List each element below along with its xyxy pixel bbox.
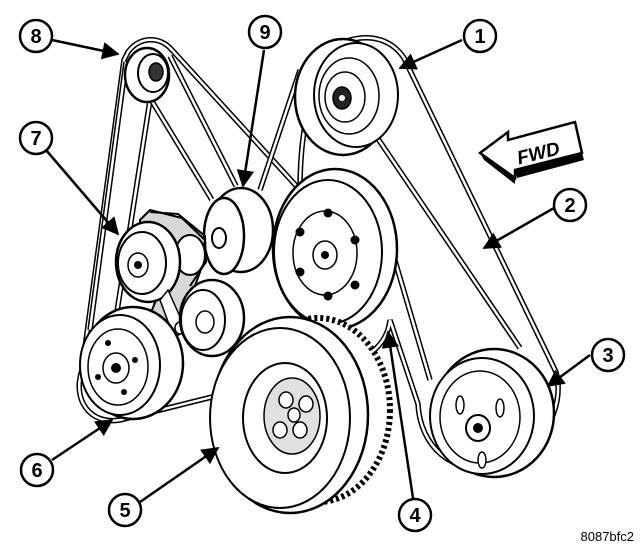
svg-text:4: 4 [409,505,421,527]
fan-pulley-bolts [295,208,360,301]
lower-idler-pulley [202,186,275,276]
tensioner-idler [178,278,246,358]
forward-direction-arrow: FWD [477,120,584,184]
callout-1: 1 [462,18,498,54]
upper-idler-pulley [123,46,171,104]
svg-text:2: 2 [564,195,575,217]
callout-8: 8 [18,18,54,54]
belt-tensioner [114,208,208,340]
alternator-pulley [293,37,399,157]
svg-text:5: 5 [119,500,130,522]
figure-reference-code: 8087bfc2 [580,529,635,544]
callout-leaders [45,38,591,504]
callout-4: 4 [397,497,433,533]
crankshaft-damper [209,315,393,515]
svg-text:3: 3 [602,345,613,367]
svg-text:1: 1 [474,26,485,48]
fan-drive-pulley [271,167,399,331]
svg-text:8: 8 [30,26,41,48]
svg-text:9: 9 [259,22,270,44]
callout-3: 3 [590,337,626,373]
svg-text:7: 7 [30,128,41,150]
callout-5: 5 [107,492,143,528]
water-pump-pulley [429,347,556,479]
svg-text:6: 6 [31,460,42,482]
ac-compressor-pulley [79,305,185,421]
callout-2: 2 [552,187,588,223]
callout-7: 7 [18,120,54,156]
callout-9: 9 [247,14,283,50]
callout-6: 6 [19,452,55,488]
damper-bolts [272,391,314,439]
